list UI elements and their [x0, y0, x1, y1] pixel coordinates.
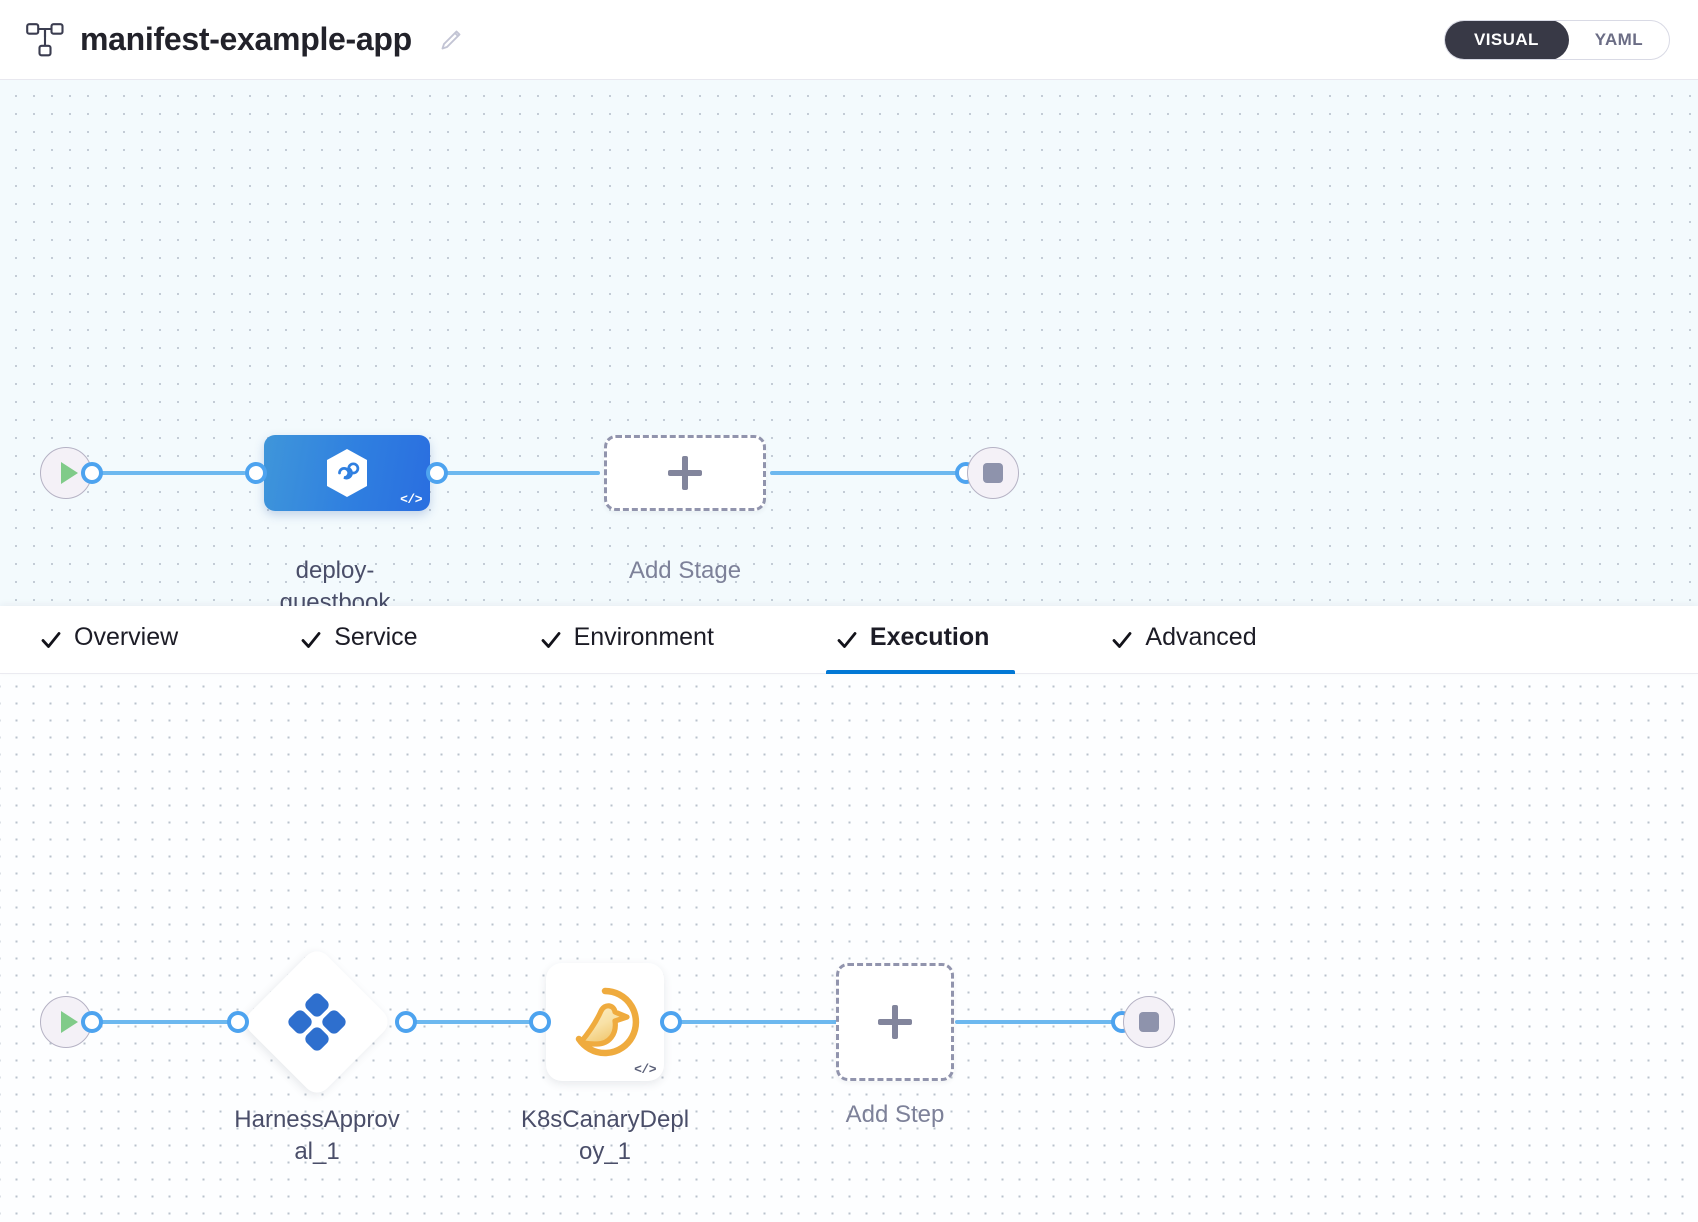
stage-node-label: deploy-guestbook — [279, 557, 391, 606]
start-output-port[interactable] — [81, 462, 103, 484]
add-step-node[interactable] — [836, 963, 954, 1081]
tab-advanced-label: Advanced — [1145, 623, 1257, 651]
stage-graph: </> deploy-guestbook Add Stage — [0, 80, 1698, 606]
view-mode-toggle[interactable]: VISUAL YAML — [1444, 19, 1670, 60]
stop-icon — [983, 463, 1003, 483]
harness-hexagon-infinity-icon — [327, 449, 367, 497]
execution-end-node[interactable] — [1123, 996, 1175, 1048]
check-icon — [837, 631, 857, 648]
plus-icon — [878, 1005, 912, 1039]
tab-execution[interactable]: Execution — [825, 606, 1016, 674]
stage-node-deploy-guestbook[interactable]: </> — [264, 435, 430, 511]
tab-environment-label: Environment — [573, 623, 714, 651]
tab-overview[interactable]: Overview — [30, 606, 204, 673]
canary-input-port[interactable] — [529, 1011, 551, 1033]
check-icon — [541, 631, 560, 648]
edge-addstage-to-end — [770, 471, 965, 475]
stage-config-tabs: Overview Service Environment Execution A — [0, 606, 1698, 674]
harness-approval-icon — [288, 993, 346, 1051]
add-stage-node[interactable] — [604, 435, 766, 511]
exec-start-output-port[interactable] — [81, 1011, 103, 1033]
tab-execution-label: Execution — [869, 623, 990, 651]
plus-icon — [668, 456, 702, 490]
step-node-harness-approval[interactable] — [240, 945, 394, 1099]
pipeline-end-node[interactable] — [967, 447, 1019, 499]
pipeline-hierarchy-icon — [26, 22, 64, 56]
play-icon — [60, 1011, 78, 1033]
edge-canary-to-addstep — [665, 1020, 845, 1024]
edge-stage-to-addstage — [430, 471, 600, 475]
stage-input-port[interactable] — [245, 462, 267, 484]
mode-option-visual[interactable]: VISUAL — [1445, 20, 1569, 59]
header-right-group: VISUAL YAML — [1444, 19, 1670, 60]
tab-overview-label: Overview — [74, 623, 179, 651]
step-code-badge: </> — [634, 1062, 656, 1077]
stage-code-badge: </> — [400, 492, 422, 507]
canary-output-port[interactable] — [660, 1011, 682, 1033]
edge-approval-to-canary — [400, 1020, 545, 1024]
edge-start-to-approval — [86, 1020, 236, 1024]
page-header: manifest-example-app VISUAL YAML — [0, 0, 1698, 80]
check-icon — [301, 631, 321, 648]
pencil-edit-icon[interactable] — [438, 27, 464, 53]
tab-environment[interactable]: Environment — [530, 606, 740, 673]
stop-icon — [1139, 1012, 1159, 1032]
canary-bird-icon — [575, 987, 640, 1057]
step-label-harness-approval: HarnessApproval_1 — [234, 1106, 400, 1165]
play-icon — [60, 462, 78, 484]
step-node-k8s-canary-deploy[interactable]: </> — [546, 963, 664, 1081]
execution-graph-canvas[interactable]: HarnessApproval_1 </> — [0, 674, 1698, 1222]
tab-service[interactable]: Service — [290, 606, 443, 673]
diamond-icon-wrap — [263, 968, 371, 1076]
add-stage-label: Add Stage — [628, 557, 742, 584]
header-left-group: manifest-example-app — [26, 21, 464, 58]
check-icon — [41, 631, 61, 648]
approval-input-port[interactable] — [227, 1011, 249, 1033]
check-icon — [1113, 631, 1132, 648]
tab-advanced[interactable]: Advanced — [1101, 606, 1282, 673]
stage-graph-canvas[interactable]: </> deploy-guestbook Add Stage — [0, 80, 1698, 606]
step-label-k8s-canary-deploy: K8sCanaryDeploy_1 — [520, 1106, 690, 1165]
execution-graph: HarnessApproval_1 </> — [0, 674, 1698, 1222]
tab-service-label: Service — [334, 623, 418, 651]
mode-option-yaml[interactable]: YAML — [1569, 21, 1669, 59]
edge-start-to-stage — [86, 471, 246, 475]
add-step-label: Add Step — [845, 1101, 945, 1128]
approval-output-port[interactable] — [395, 1011, 417, 1033]
stage-output-port[interactable] — [426, 462, 448, 484]
edge-addstep-to-end — [955, 1020, 1120, 1024]
page-title: manifest-example-app — [80, 21, 412, 57]
